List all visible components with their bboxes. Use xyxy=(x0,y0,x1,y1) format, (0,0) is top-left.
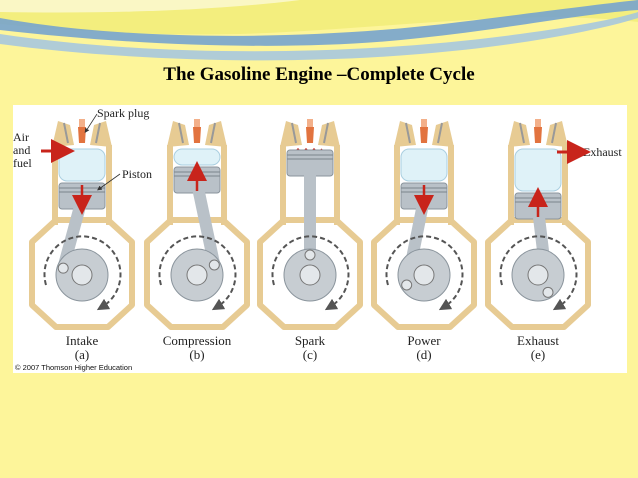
crankcase xyxy=(257,217,363,330)
cylinder-wall-left xyxy=(52,145,58,225)
cylinder-wall-right xyxy=(221,145,227,225)
cylinder-wall-right xyxy=(562,145,568,225)
exhaust-valve-stem xyxy=(437,122,443,144)
rotation-arc xyxy=(385,235,464,311)
chamber-gas xyxy=(514,148,562,192)
cylinder-wall-right xyxy=(448,145,454,225)
cylinder-wall-right xyxy=(106,145,112,225)
engine-intake xyxy=(29,119,135,330)
cylinder-wall-left xyxy=(167,145,173,225)
chamber-gas xyxy=(400,148,448,182)
crankcase xyxy=(144,217,250,330)
intake-valve-stem xyxy=(291,122,297,144)
crankshaft xyxy=(413,264,435,286)
exhaust-label: Exhaust xyxy=(583,145,622,159)
spark-plug-top xyxy=(194,119,200,127)
crankshaft xyxy=(527,264,549,286)
intake-valve-housing xyxy=(394,121,416,147)
engine-compression xyxy=(144,119,250,330)
connecting-rod xyxy=(191,177,221,271)
exhaust-valve-stem xyxy=(323,122,329,144)
engine-spark xyxy=(257,119,363,330)
intake-valve-housing xyxy=(52,121,74,147)
air-label: Air xyxy=(13,130,29,144)
engine-power xyxy=(371,119,477,330)
piston-label: Piston xyxy=(122,167,152,181)
intake-valve-stem xyxy=(519,122,525,144)
exhaust-valve-stem xyxy=(95,122,101,144)
crank-pin xyxy=(401,279,413,291)
caption-exhaust-letter: (e) xyxy=(531,347,545,362)
rotation-arc xyxy=(271,235,350,311)
exhaust-valve-stem xyxy=(551,122,557,144)
chamber-gas xyxy=(58,148,106,182)
caption-exhaust: Exhaust xyxy=(517,333,559,348)
crankshaft xyxy=(299,264,321,286)
and-label: and xyxy=(13,143,30,157)
spark-plug xyxy=(306,127,314,143)
caption-intake-letter: (a) xyxy=(75,347,89,362)
crank-pin xyxy=(208,259,220,271)
spark-plug-leader xyxy=(84,113,98,134)
spark-plug xyxy=(420,127,428,143)
intake-valve-stem xyxy=(178,122,184,144)
spark-plug-top xyxy=(421,119,427,127)
caption-compression-letter: (b) xyxy=(189,347,204,362)
exhaust-valve-housing xyxy=(205,121,227,147)
rotation-arc xyxy=(158,235,237,311)
spark-plug xyxy=(78,127,86,143)
cylinder-wall-left xyxy=(394,145,400,225)
exhaust-valve-housing xyxy=(318,121,340,147)
cylinder-wall-right xyxy=(334,145,340,225)
exhaust-valve-stem xyxy=(210,122,216,144)
caption-power-letter: (d) xyxy=(416,347,431,362)
crank-pin xyxy=(57,262,69,274)
caption-power: Power xyxy=(407,333,441,348)
caption-compression: Compression xyxy=(163,333,232,348)
cylinder-wall-left xyxy=(280,145,286,225)
exhaust-valve-housing xyxy=(432,121,454,147)
spark-plug xyxy=(193,127,201,143)
rotation-arc xyxy=(499,235,578,311)
exhaust-valve-housing xyxy=(546,121,568,147)
spark-plug-top xyxy=(535,119,541,127)
crankcase xyxy=(371,217,477,330)
header-swoosh-decoration xyxy=(0,0,638,61)
fuel-label: fuel xyxy=(13,156,32,170)
spark-plug-top xyxy=(307,119,313,127)
caption-spark-letter: (c) xyxy=(303,347,317,362)
engine-exhaust xyxy=(485,119,591,330)
intake-valve-housing xyxy=(508,121,530,147)
intake-valve-housing xyxy=(280,121,302,147)
crankcase xyxy=(485,217,591,330)
spark-plug-top xyxy=(79,119,85,127)
piston-leader xyxy=(97,173,121,191)
chamber-gas xyxy=(173,148,221,166)
intake-valve-housing xyxy=(167,121,189,147)
caption-spark: Spark xyxy=(295,333,326,348)
engine-cycle-figure: Spark plug Air and fuel Piston Exhaust I… xyxy=(13,105,627,373)
crankcase xyxy=(29,217,135,330)
crankshaft xyxy=(186,264,208,286)
crank-pin xyxy=(542,286,554,298)
intake-valve-stem xyxy=(405,122,411,144)
spark-plug-label: Spark plug xyxy=(97,106,149,120)
rotation-arc xyxy=(43,235,122,311)
spark-plug xyxy=(534,127,542,143)
crank-pin xyxy=(304,249,316,261)
slide-title: The Gasoline Engine –Complete Cycle xyxy=(163,64,475,85)
caption-intake: Intake xyxy=(66,333,99,348)
exhaust-valve-housing xyxy=(90,121,112,147)
copyright-notice: © 2007 Thomson Higher Education xyxy=(15,363,132,372)
cylinder-wall-left xyxy=(508,145,514,225)
crankshaft xyxy=(71,264,93,286)
